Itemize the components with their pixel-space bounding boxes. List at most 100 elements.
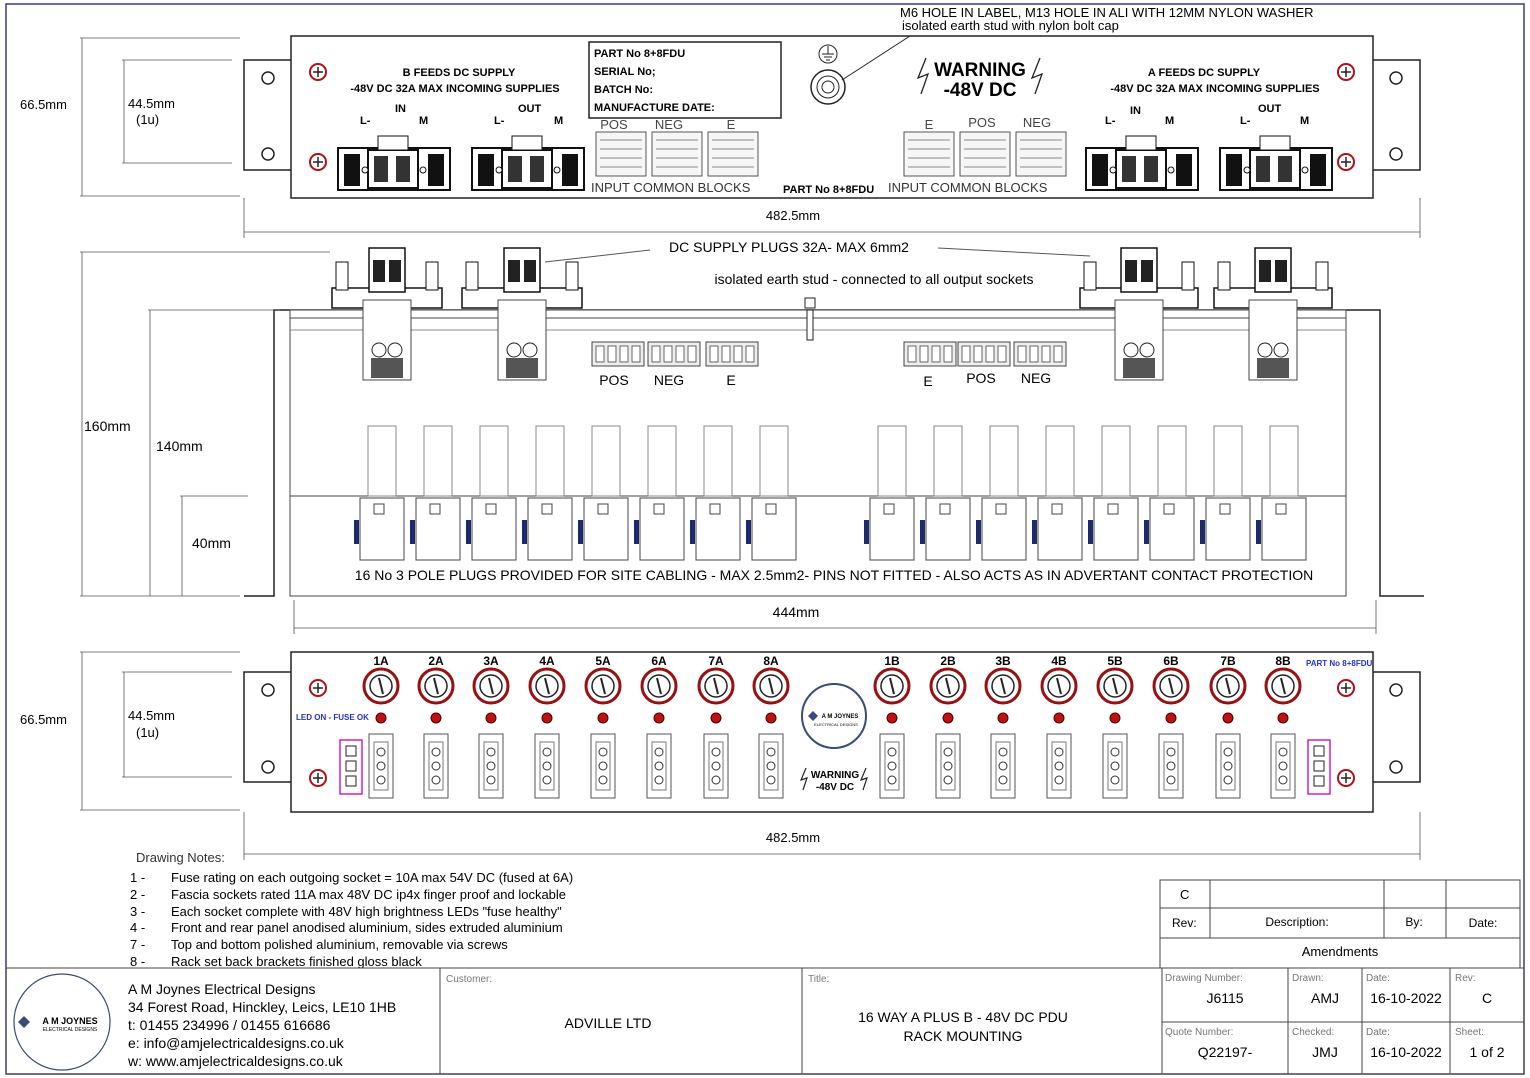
led-note: LED ON - FUSE OK xyxy=(296,713,369,722)
fuse-ok-led-a4 xyxy=(541,712,553,724)
note-text-3: Each socket complete with 48V high brigh… xyxy=(171,904,562,919)
b-feed-title: B FEEDS DC SUPPLY xyxy=(403,67,516,79)
part-box-line-3: BATCH No: xyxy=(594,84,653,96)
b-out-m-label: M xyxy=(554,115,563,127)
block-label-e-left: E xyxy=(727,117,736,132)
side-supply-plug-1 xyxy=(331,247,443,381)
block-label-neg-left: NEG xyxy=(655,117,683,132)
block-label-pos-left: POS xyxy=(600,117,628,132)
note-text-8: Rack set back brackets finished gloss bl… xyxy=(171,954,422,969)
side-view: DC SUPPLY PLUGS 32A- MAX 6mm2 isolated e… xyxy=(80,239,1424,634)
side-neg-left: NEG xyxy=(654,372,684,388)
fuse-label-a5: 5A xyxy=(595,654,611,668)
drawing-number-label: Drawing Number: xyxy=(1165,973,1243,984)
note-text-4: Front and rear panel anodised aluminium,… xyxy=(171,920,563,935)
side-pos-left: POS xyxy=(599,372,629,388)
front-part-no: PART No 8+8FDU xyxy=(1306,659,1373,668)
part-box-line-2: SERIAL No; xyxy=(594,66,656,78)
common-block-1 xyxy=(595,131,647,177)
side-output-socket-12 xyxy=(1032,425,1083,561)
customer-value: ADVILLE LTD xyxy=(565,1015,652,1031)
quote-number-label: Quote Number: xyxy=(1165,1027,1233,1038)
note-text-7: Top and bottom polished aluminium, remov… xyxy=(171,937,508,952)
side-supply-plug-4 xyxy=(1213,247,1333,381)
sheet-label: Sheet: xyxy=(1455,1027,1484,1038)
earth-socket-icon-left xyxy=(339,739,363,795)
side-output-socket-6 xyxy=(634,425,685,561)
drawn-label: Drawn: xyxy=(1292,973,1324,984)
fuse-label-b3: 3B xyxy=(995,654,1011,668)
fuse-label-a6: 6A xyxy=(651,654,667,668)
fuse-ok-led-b4 xyxy=(1053,712,1065,724)
drawing-notes: Drawing Notes: 1 - Fuse rating on each o… xyxy=(130,850,573,969)
a-out-l-label: L- xyxy=(1240,115,1251,127)
fuse-ok-led-b5 xyxy=(1109,712,1121,724)
top-dim-width: 482.5mm xyxy=(766,208,820,223)
side-output-socket-13 xyxy=(1088,425,1139,561)
earth-stud-note: isolated earth stud - connected to all o… xyxy=(714,271,1033,287)
side-output-socket-11 xyxy=(976,425,1027,561)
fuse-holder-a2: 2A xyxy=(417,654,455,799)
front-dim-width: 482.5mm xyxy=(766,830,820,845)
earth-socket-icon-right xyxy=(1307,739,1331,795)
amend-col-date: Date: xyxy=(1469,916,1498,930)
supply-socket-2 xyxy=(471,135,585,191)
note-num-2: 2 - xyxy=(130,887,145,902)
common-block-3 xyxy=(707,131,759,177)
part-box-line-4: MANUFACTURE DATE: xyxy=(594,102,715,114)
amend-title: Amendments xyxy=(1302,944,1379,959)
side-dim-160: 160mm xyxy=(84,418,131,434)
amend-rev-value: C xyxy=(1180,887,1189,902)
label-note-line-2: isolated earth stud with nylon bolt cap xyxy=(902,18,1119,33)
amend-col-by: By: xyxy=(1405,915,1422,929)
fuse-ok-led-b3 xyxy=(997,712,1009,724)
fuse-holder-b2: 2B xyxy=(929,654,967,799)
fuse-ok-led-a7 xyxy=(710,712,722,724)
note-text-2: Fascia sockets rated 11A max 48V DC ip4x… xyxy=(171,887,566,902)
b-feed-sub: -48V DC 32A MAX INCOMING SUPPLIES xyxy=(350,83,559,95)
plugs-note: 16 No 3 POLE PLUGS PROVIDED FOR SITE CAB… xyxy=(355,567,1313,583)
side-output-socket-5 xyxy=(578,425,629,561)
fuse-holder-a3: 3A xyxy=(472,654,510,799)
warning-bolt-icon xyxy=(916,57,1044,95)
earth-stud-icon xyxy=(810,44,846,105)
company-name: A M Joynes Electrical Designs xyxy=(128,981,316,997)
side-supply-plug-2 xyxy=(461,247,583,381)
title-label: Title: xyxy=(808,974,829,985)
notes-title: Drawing Notes: xyxy=(136,850,225,865)
front-logo: A M JOYNES ELECTRICAL DESIGNS xyxy=(801,683,867,749)
block-label-pos-right: POS xyxy=(968,115,996,130)
b-in-label: IN xyxy=(395,103,406,115)
block-label-neg-right: NEG xyxy=(1023,115,1051,130)
supply-socket-1 xyxy=(337,135,451,191)
title-line-1: 16 WAY A PLUS B - 48V DC PDU xyxy=(858,1009,1068,1025)
common-block-4 xyxy=(903,131,955,177)
fuse-label-b8: 8B xyxy=(1275,654,1291,668)
common-block-5 xyxy=(959,131,1011,177)
b-in-m-label: M xyxy=(419,115,428,127)
amend-col-rev: Rev: xyxy=(1172,916,1197,930)
side-supply-plug-3 xyxy=(1079,247,1199,381)
company-web: w: www.amjelectricaldesigns.co.uk xyxy=(127,1053,344,1069)
fuse-label-b6: 6B xyxy=(1163,654,1179,668)
side-output-socket-1 xyxy=(354,425,405,561)
side-common-block-1 xyxy=(591,341,645,367)
fuse-label-a1: 1A xyxy=(373,654,389,668)
front-logo-text: A M JOYNES xyxy=(822,714,859,720)
fuse-holder-a7: 7A xyxy=(697,654,735,799)
side-output-socket-16 xyxy=(1256,425,1307,561)
fuse-holder-a5: 5A xyxy=(584,654,622,799)
fuse-ok-led-b1 xyxy=(886,712,898,724)
side-output-socket-15 xyxy=(1200,425,1251,561)
sheet-value: 1 of 2 xyxy=(1469,1044,1504,1060)
part-no-center: PART No 8+8FDU xyxy=(783,184,874,196)
front-warning-line-1: WARNING xyxy=(811,770,860,781)
fuse-holder-b6: 6B xyxy=(1152,654,1190,799)
a-feed-title: A FEEDS DC SUPPLY xyxy=(1148,67,1261,79)
label-note-line-1: M6 HOLE IN LABEL, M13 HOLE IN ALI WITH 1… xyxy=(900,5,1313,20)
common-block-6 xyxy=(1015,131,1067,177)
side-output-socket-4 xyxy=(522,425,573,561)
side-dim-140: 140mm xyxy=(156,438,203,454)
warning-line-2: -48V DC xyxy=(944,80,1017,101)
